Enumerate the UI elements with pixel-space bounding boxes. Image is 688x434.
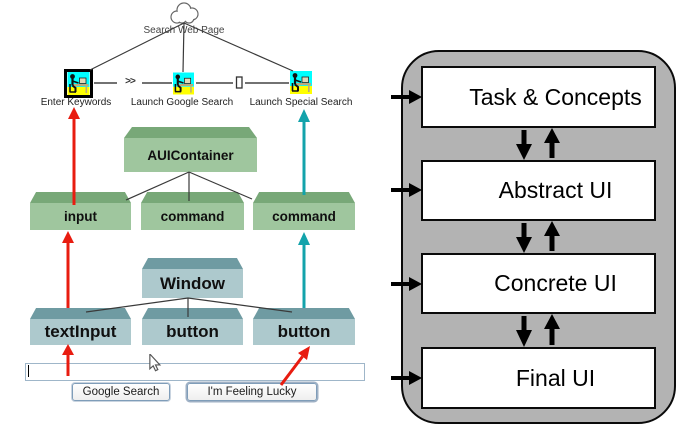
cui-button2-box: button (253, 308, 355, 345)
aui-command1-box: command (141, 192, 244, 230)
task-icon-launch-special (290, 71, 312, 94)
aui-command2-box: command (253, 192, 355, 230)
root-task-label: Search Web Page (143, 25, 225, 36)
feeling-lucky-button[interactable]: I'm Feeling Lucky (187, 383, 317, 401)
choice-operator (235, 76, 243, 89)
aui-input-label: input (30, 203, 131, 230)
cloud-icon (168, 1, 202, 25)
cui-button1-box: button (142, 308, 243, 345)
cui-window-label: Window (142, 269, 243, 298)
sequence-operator: >> (125, 76, 136, 87)
aui-container-box: AUIContainer (124, 127, 257, 172)
task-label-enter-keywords: Enter Keywords (40, 97, 112, 108)
task-label-launch-google: Launch Google Search (130, 97, 234, 108)
cui-button1-label: button (142, 319, 243, 345)
search-input[interactable] (25, 363, 365, 381)
level-task-concepts: Task & Concepts (421, 66, 656, 128)
aui-input-box: input (30, 192, 131, 230)
level-concrete-ui: Concrete UI (421, 253, 656, 314)
level-abstract-ui: Abstract UI (421, 160, 656, 221)
task-icon-launch-google (173, 72, 194, 95)
red-arrowhead (68, 107, 80, 119)
google-search-button[interactable]: Google Search (72, 383, 170, 401)
aui-container-label: AUIContainer (124, 138, 257, 172)
cui-textinput-box: textInput (30, 308, 131, 345)
cui-window-box: Window (142, 258, 243, 298)
level-final-ui: Final UI (421, 347, 656, 409)
mouse-cursor-icon (148, 354, 162, 372)
text-caret (28, 365, 29, 377)
task-icon-enter-keywords (64, 69, 93, 98)
aui-command1-label: command (141, 203, 244, 230)
cui-textinput-label: textInput (30, 319, 131, 345)
cui-button2-label: button (253, 319, 355, 345)
teal-arrowhead (298, 109, 310, 122)
task-label-launch-special: Launch Special Search (249, 97, 353, 108)
aui-command2-label: command (253, 203, 355, 230)
